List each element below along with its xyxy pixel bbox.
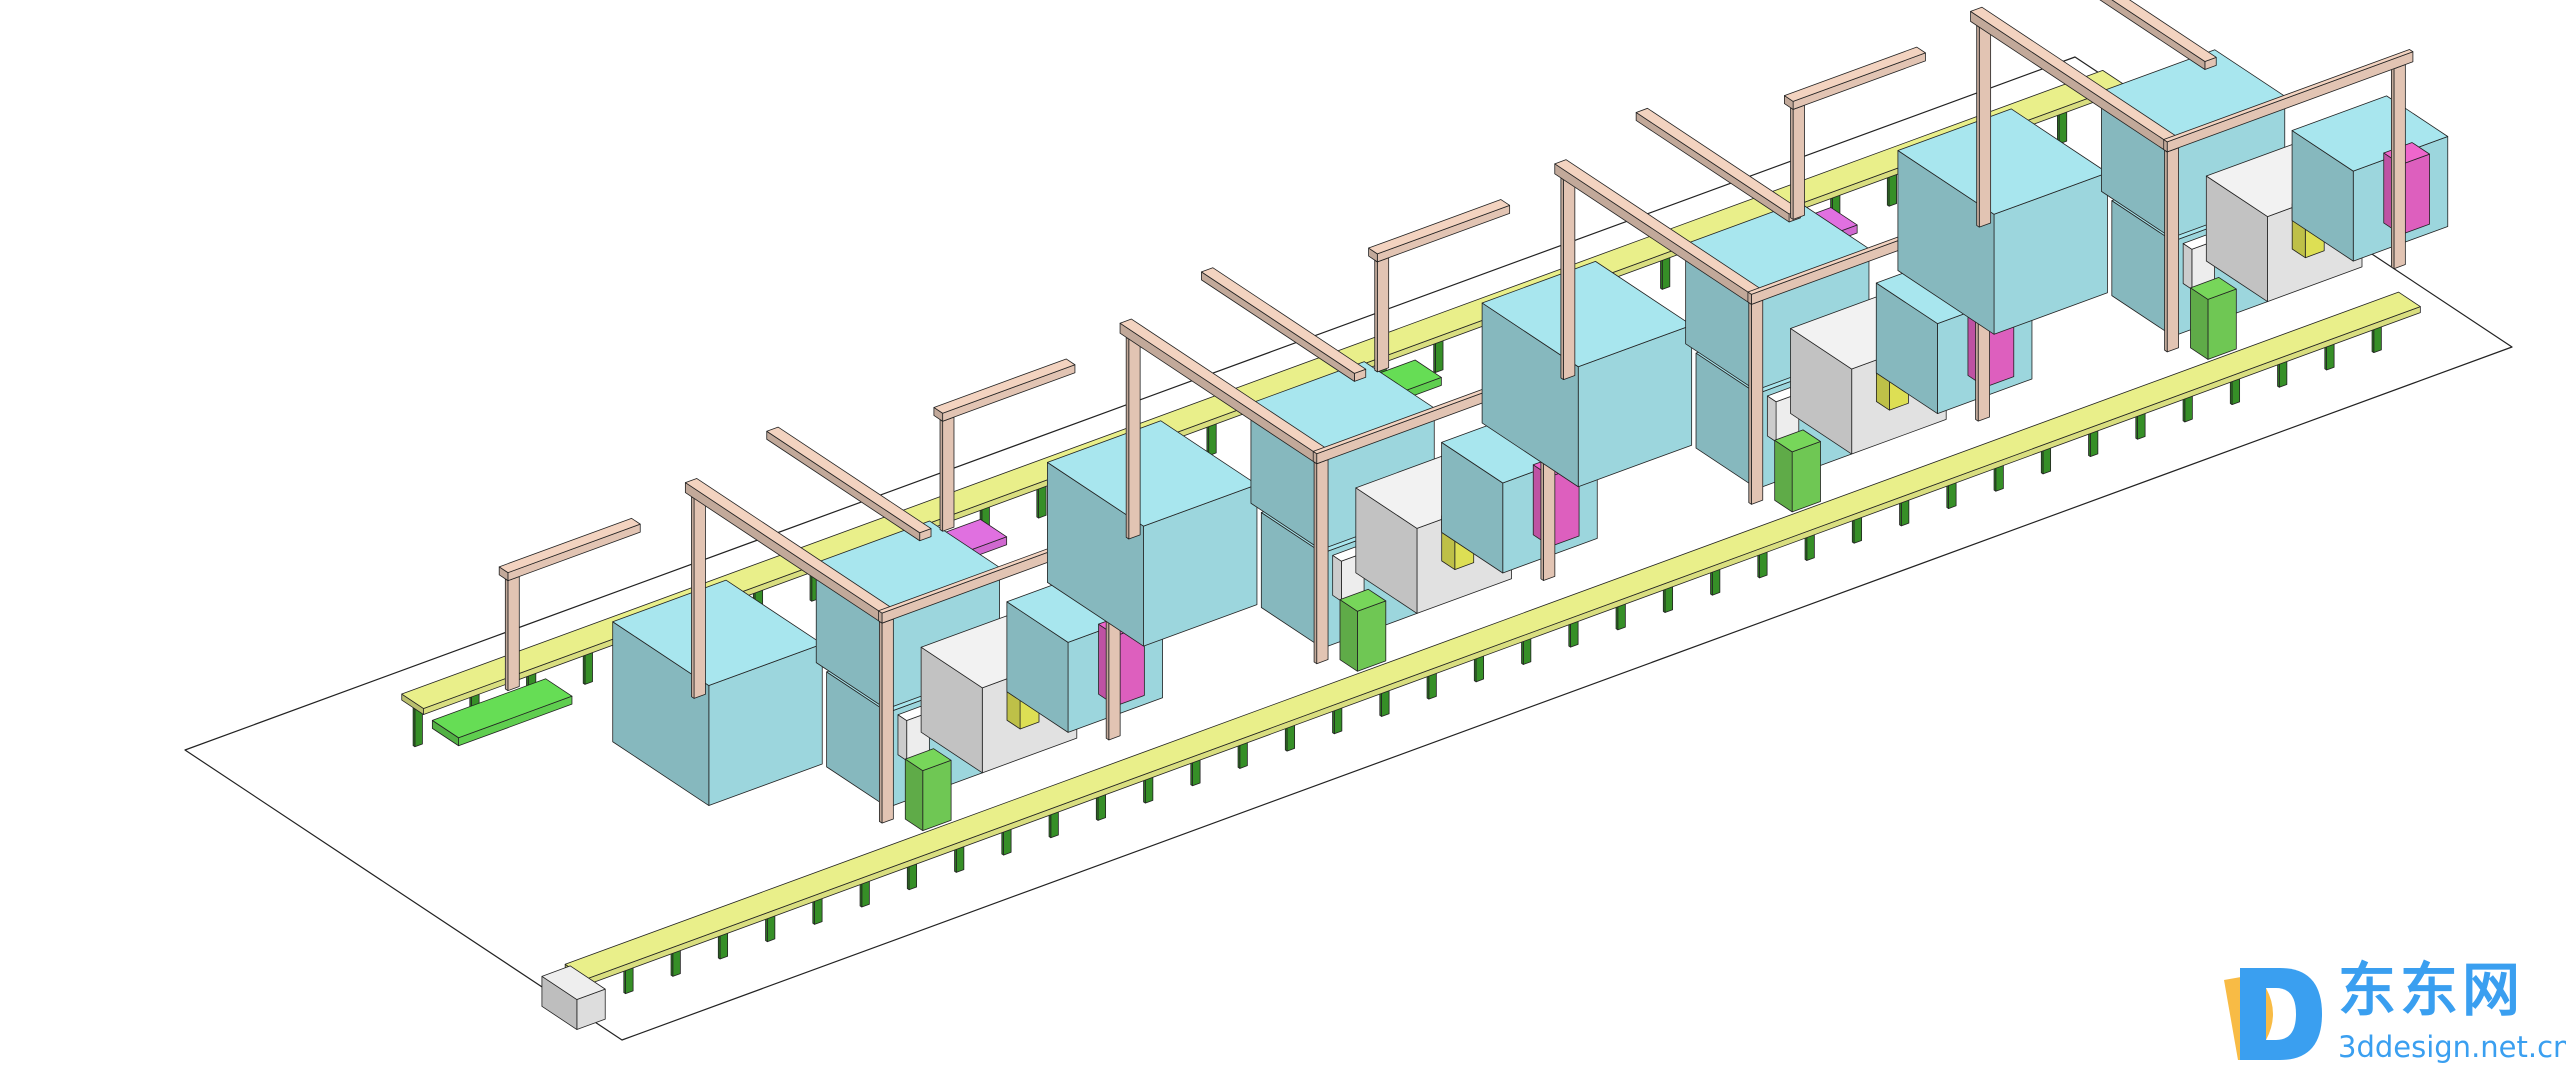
cell-3-gantry-post-front	[1751, 299, 1764, 505]
cell-3-door-a-side	[1766, 395, 1777, 443]
cell-2-loader-post-front	[942, 416, 955, 532]
cell-2-control-cabinet-top	[1339, 588, 1387, 612]
cell-4-gantry-post-side	[2390, 66, 2395, 270]
cell-3-enclosure-top	[1481, 260, 1693, 368]
cell-2-loader-arm-top	[933, 358, 1076, 414]
cell-3-gantry-post-front	[1563, 175, 1576, 381]
cell-3-control-cabinet-front	[1791, 441, 1821, 513]
cell-1-control-cabinet-front	[922, 759, 952, 832]
cell-3-control-cabinet-top	[1774, 429, 1821, 453]
cell-2-control-cabinet-side	[1339, 599, 1358, 672]
cell-1-loader-post-side	[504, 578, 509, 692]
watermark-logo: 东东网 3ddesign.net.cn	[2218, 956, 2566, 1068]
end-station-top	[541, 965, 606, 1000]
brand-url: 3ddesign.net.cn	[2338, 1030, 2566, 1064]
cell-2-gantry-post-side	[1313, 461, 1318, 665]
cell-2-gantry-post-side	[1125, 336, 1130, 540]
cell-4-gantry-beam-top	[2111, 0, 2217, 62]
loading-tray-top	[431, 678, 573, 739]
cell-4-control-cabinet-side	[2190, 287, 2209, 360]
cell-3-loader-post-side	[1374, 259, 1378, 373]
cell-3-gantry-post-side	[1748, 302, 1752, 505]
cell-4-loader-post-side	[1790, 107, 1794, 220]
cell-1-loader-post-front	[507, 576, 520, 692]
cell-4-gantry-post-front	[1978, 22, 1992, 228]
cell-1-loader-arm-top	[498, 517, 641, 574]
cell-2-gantry-beam-top	[1201, 267, 1367, 374]
cell-4-enclosure-top	[1897, 108, 2108, 215]
brand-name-cn: 东东网	[2338, 956, 2525, 1024]
cell-3-loader-arm-front	[1376, 204, 1511, 263]
cell-2-control-cabinet-front	[1357, 600, 1387, 672]
cell-1-enclosure-top	[612, 579, 823, 686]
cell-2-door-a-side	[1332, 554, 1342, 602]
cell-4-loader-post-front	[1792, 104, 1805, 220]
cell-2-gantry-post-front	[1128, 334, 1141, 540]
cell-2-loader-arm-front	[942, 364, 1076, 422]
cell-4-loader-arm-front	[1792, 52, 1926, 110]
cell-3-gantry-post-side	[1560, 177, 1564, 381]
cell-1-loader-arm-front	[507, 523, 641, 582]
cell-4-gantry-post-side	[2164, 149, 2168, 353]
cell-4-loader-arm-top	[1784, 46, 1926, 102]
cell-4-door-a-side	[2182, 243, 2193, 290]
cell-1-gantry-post-front	[881, 618, 894, 824]
cell-1-control-cabinet-top	[904, 748, 952, 772]
cell-4-gantry-post-side	[1976, 25, 1980, 228]
cell-3-loader-post-front	[1376, 257, 1390, 373]
d-logo-icon	[2224, 968, 2322, 1060]
cell-1-door-a-side	[897, 714, 908, 761]
cell-3-control-cabinet-side	[1774, 439, 1793, 513]
cell-2-enclosure-top	[1047, 420, 1258, 527]
cell-4-control-cabinet-front	[2207, 288, 2237, 360]
cell-4-gantry-post-front	[2393, 64, 2406, 270]
cell-1-control-cabinet-side	[904, 758, 924, 832]
cell-2-loader-post-side	[939, 419, 944, 532]
cell-2-gantry-post-front	[1316, 459, 1329, 665]
cell-1-gantry-post-front	[693, 493, 706, 699]
cell-1-gantry-beam-top	[766, 426, 932, 534]
back-conveyor-leg-side	[412, 707, 416, 748]
cell-4-gantry-beam-side	[2099, 0, 2206, 70]
cell-4-gantry-post-front	[2166, 147, 2179, 353]
cell-1-gantry-post-side	[691, 496, 695, 699]
cell-3-loader-arm-top	[1368, 199, 1511, 255]
cell-1-gantry-post-side	[878, 620, 883, 824]
cell-4-control-cabinet-top	[2190, 277, 2237, 300]
cell-4-gantry-beam-top	[2163, 49, 2414, 143]
